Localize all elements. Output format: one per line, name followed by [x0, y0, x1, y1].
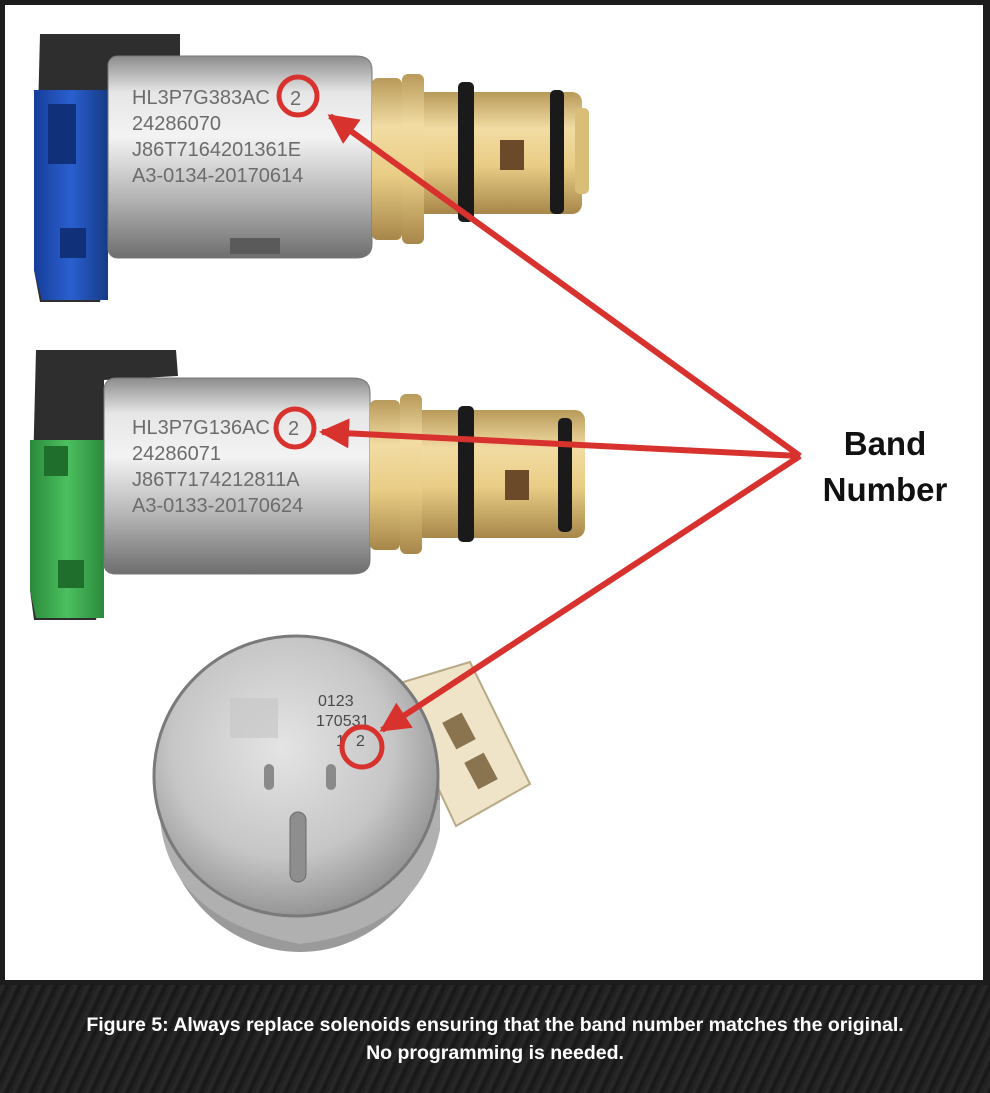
highlight-circle-bottom: [339, 724, 385, 770]
solenoid-top: HL3P7G383AC 24286070 J86T7164201361E A3-…: [34, 34, 589, 302]
marking-top-1: HL3P7G383AC: [132, 87, 270, 109]
band-label-line1: Band: [843, 425, 927, 462]
marking-top-3: J86T7164201361E: [132, 139, 301, 161]
marking-top-4: A3-0134-20170614: [132, 165, 303, 187]
arrow-to-bottom: [379, 453, 802, 733]
figure-caption-line2: No programming is needed.: [366, 1042, 624, 1064]
solenoid-bottom: 0123 170531 1 2: [152, 634, 532, 952]
metal-can-top: [107, 55, 373, 259]
solenoid-middle: HL3P7G136AC 24286071 J86T7174212811A A3-…: [30, 350, 585, 620]
o-ring: [550, 90, 564, 214]
highlight-circle-middle: [273, 406, 317, 450]
highlight-circle-top: [276, 74, 320, 118]
marking-middle-2: 24286071: [132, 443, 221, 465]
o-ring: [458, 406, 474, 542]
band-number-bottom: 2: [356, 733, 365, 750]
figure-caption-line1: Figure 5: Always replace solenoids ensur…: [86, 1014, 904, 1036]
green-connector: [30, 440, 104, 618]
metal-can-middle: [103, 377, 371, 575]
caption-bar: [0, 985, 990, 1093]
marking-bottom-1: 0123: [318, 693, 354, 710]
band-label-line2: Number: [822, 471, 948, 508]
marking-middle-4: A3-0133-20170624: [132, 495, 303, 517]
arrow-to-middle: [319, 418, 801, 459]
cylinder-face: [152, 634, 440, 918]
marking-top-2: 24286070: [132, 113, 221, 135]
o-ring: [558, 418, 572, 532]
marking-middle-3: J86T7174212811A: [132, 469, 300, 491]
band-number-middle: 2: [288, 418, 299, 440]
arrow-to-top: [327, 113, 802, 459]
marking-middle-1: HL3P7G136AC: [132, 417, 270, 439]
o-ring: [458, 82, 474, 222]
band-number-top: 2: [290, 88, 301, 110]
